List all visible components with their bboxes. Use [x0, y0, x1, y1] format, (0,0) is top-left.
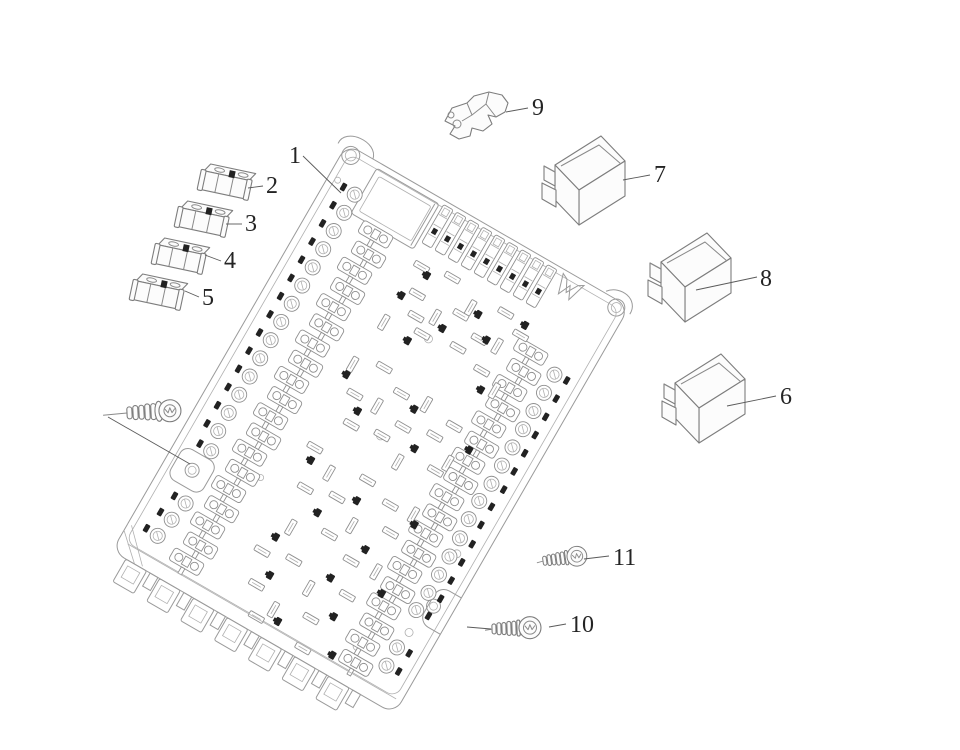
bolt-to-boss-line: [107, 416, 191, 465]
callout-9: 9: [532, 95, 544, 121]
mini-fuse-3: [173, 198, 234, 239]
strip-fuse-row: [421, 203, 558, 309]
mounting-ear-right: [605, 289, 633, 317]
relay-8: [647, 232, 732, 323]
callout-labels: 1 2 3 4 5 6 7 8 9 10 11: [202, 95, 792, 638]
callout-6: 6: [780, 384, 792, 410]
molded-logo-mark: [557, 272, 586, 302]
fuse-box-body: [113, 135, 633, 711]
boss-to-screw-10-line: [466, 626, 492, 630]
callout-7: 7: [654, 162, 666, 188]
bottom-connector-strip: [113, 543, 397, 711]
callout-5: 5: [202, 285, 214, 311]
callout-10: 10: [570, 612, 594, 638]
mounting-ear-top: [337, 135, 374, 165]
retaining-clip-9: [444, 91, 509, 140]
leader-line-8: [695, 276, 758, 291]
mounting-bolt: [101, 398, 183, 426]
callout-2: 2: [266, 173, 278, 199]
leader-lines: [107, 107, 777, 630]
screw-11: [534, 544, 589, 573]
callout-8: 8: [760, 266, 772, 292]
mini-fuse-4: [150, 235, 211, 276]
leader-line-1: [302, 155, 342, 194]
callout-4: 4: [224, 248, 236, 274]
relay-7: [541, 135, 626, 226]
leader-line-10: [548, 623, 567, 628]
mini-fuse-2: [196, 161, 257, 202]
leader-line-7: [622, 174, 651, 181]
mounting-boss-left: [169, 447, 215, 493]
callout-3: 3: [245, 211, 257, 237]
mini-fuse-5: [128, 271, 189, 312]
relay-6: [661, 353, 746, 444]
callout-1: 1: [289, 143, 301, 169]
leader-line-6: [726, 395, 777, 407]
right-terminal-column: [375, 363, 573, 681]
leader-line-11: [583, 555, 610, 560]
leader-line-4: [204, 254, 222, 262]
callout-11: 11: [613, 545, 636, 571]
screw-10: [484, 615, 542, 641]
leader-line-2: [247, 185, 264, 189]
leader-line-9: [505, 107, 529, 113]
leader-line-5: [184, 290, 200, 298]
